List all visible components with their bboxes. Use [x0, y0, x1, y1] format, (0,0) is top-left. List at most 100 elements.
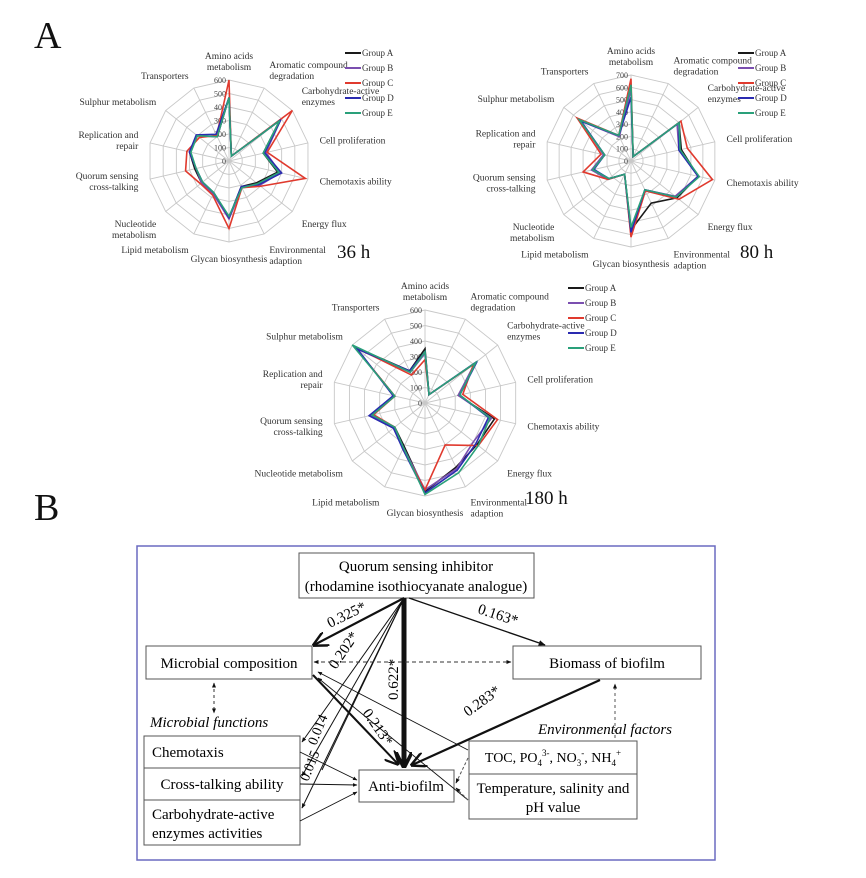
edge-qsi-fan-2	[301, 597, 405, 777]
edge-env-antibiofilm-2	[455, 787, 469, 801]
axis-label: Glycan biosynthesis	[387, 509, 464, 519]
tick-label: 200	[616, 132, 628, 141]
axis-spoke	[384, 402, 426, 487]
axis-spoke	[352, 402, 426, 462]
axis-spoke	[165, 160, 230, 212]
tick-label: 600	[616, 83, 628, 92]
axis-label: Lipid metabolism	[121, 246, 189, 256]
axis-spoke	[563, 107, 632, 162]
node-cross-talking-box	[143, 767, 301, 801]
axis-label: degradation	[674, 68, 719, 78]
axis-label: cross-talking	[274, 428, 323, 438]
nh-superscript: +	[616, 748, 621, 758]
tick-label: 700	[616, 71, 628, 80]
coef-qsi-antibiofilm: 0.622*	[386, 659, 402, 700]
node-env-physical-line2: pH value	[526, 800, 581, 816]
axis-label: Replication and	[476, 130, 536, 140]
legend-label: Group A	[755, 48, 787, 58]
series-line-group-e	[189, 97, 281, 219]
node-chemotaxis-box	[143, 735, 301, 769]
no-superscript: -	[581, 748, 584, 758]
axis-spoke	[334, 402, 426, 425]
node-biomass-box	[512, 645, 702, 680]
axis-spoke	[424, 402, 498, 462]
node-chemotaxis: Chemotaxis	[152, 745, 224, 761]
axis-label: Glycan biosynthesis	[191, 255, 268, 265]
series-line-group-c	[575, 78, 714, 238]
node-env-chem-box	[468, 740, 638, 775]
axis-label: Lipid metabolism	[312, 499, 380, 509]
node-microbial-composition-box	[145, 645, 313, 680]
axis-label: Nucleotide	[513, 223, 555, 233]
axis-label: Transporters	[541, 68, 589, 78]
legend-label: Group C	[585, 313, 616, 323]
axis-label: Amino acids	[607, 47, 656, 57]
tick-label: 600	[214, 76, 226, 85]
edge-carb-antibiofilm	[299, 791, 358, 822]
tick-label: 400	[616, 108, 628, 117]
axis-label: Chemotaxis ability	[727, 179, 799, 189]
series-line-group-d	[354, 346, 490, 495]
axis-label: Replication and	[78, 131, 138, 141]
legend-label: Group D	[755, 93, 787, 103]
tick-label: 600	[410, 306, 422, 315]
axis-label: Nucleotide metabolism	[255, 469, 344, 479]
axis-label: Cell proliferation	[527, 375, 593, 386]
axis-label: Cell proliferation	[727, 134, 793, 145]
axis-spoke	[334, 381, 426, 404]
axis-spoke	[193, 87, 230, 162]
axis-spoke	[547, 141, 632, 162]
legend-label: Group A	[585, 283, 617, 293]
edge-qsi-composition	[314, 597, 405, 645]
edge-biomass-antibiofilm	[412, 678, 601, 765]
tick-label: 0	[624, 157, 628, 166]
axis-label: degradation	[471, 303, 516, 313]
axis-spoke	[352, 344, 426, 404]
axis-spoke	[424, 319, 466, 404]
axis-label: Transporters	[332, 303, 380, 313]
legend-label: Group E	[585, 343, 616, 353]
axis-label: adaption	[269, 257, 302, 267]
axis-label: Aromatic compound	[471, 292, 550, 302]
chart-time-label: 180 h	[525, 488, 568, 509]
no-subscript: 3	[577, 758, 582, 768]
node-env-physical-box	[468, 773, 638, 820]
axis-spoke	[228, 87, 265, 162]
label-environmental-factors: Environmental factors	[537, 722, 672, 738]
axis-label: enzymes	[708, 95, 742, 105]
axis-spoke	[630, 160, 715, 181]
tick-label: 100	[214, 144, 226, 153]
axis-label: metabolism	[207, 63, 252, 73]
axis-label: Nucleotide	[115, 220, 157, 230]
node-qsi-line1: Quorum sensing inhibitor	[339, 559, 493, 575]
tick-label: 0	[222, 157, 226, 166]
axis-spoke	[424, 381, 516, 404]
legend-label: Group C	[755, 78, 786, 88]
axis-label: adaption	[471, 510, 504, 520]
legend-label: Group D	[362, 93, 394, 103]
axis-label: Sulphur metabolism	[266, 333, 343, 343]
axis-label: Aromatic compound	[269, 61, 348, 71]
legend-label: Group B	[755, 63, 786, 73]
node-anti-biofilm: Anti-biofilm	[368, 779, 444, 795]
legend-label: Group A	[362, 48, 394, 58]
axis-spoke	[384, 319, 426, 404]
edge-chemotaxis-antibiofilm	[299, 751, 358, 781]
axis-spoke	[424, 402, 516, 425]
axis-label: Carbohydrate-active	[302, 87, 380, 97]
axis-label: Carbohydrate-active	[507, 322, 585, 332]
axis-label: Carbohydrate-active	[708, 84, 786, 94]
legend-label: Group E	[362, 108, 393, 118]
series-line-group-e	[576, 84, 701, 228]
edge-qsi-fan-4	[321, 597, 405, 771]
node-qsi-line2: (rhodamine isothiocyanate analogue)	[305, 579, 527, 595]
tick-label: 100	[410, 384, 422, 393]
axis-label: enzymes	[507, 333, 541, 343]
tick-label: 500	[616, 96, 628, 105]
axis-label: repair	[116, 142, 139, 152]
axis-label: metabolism	[609, 58, 654, 68]
axis-label: Energy flux	[507, 468, 552, 479]
axis-spoke	[228, 142, 309, 162]
axis-spoke	[424, 344, 498, 404]
